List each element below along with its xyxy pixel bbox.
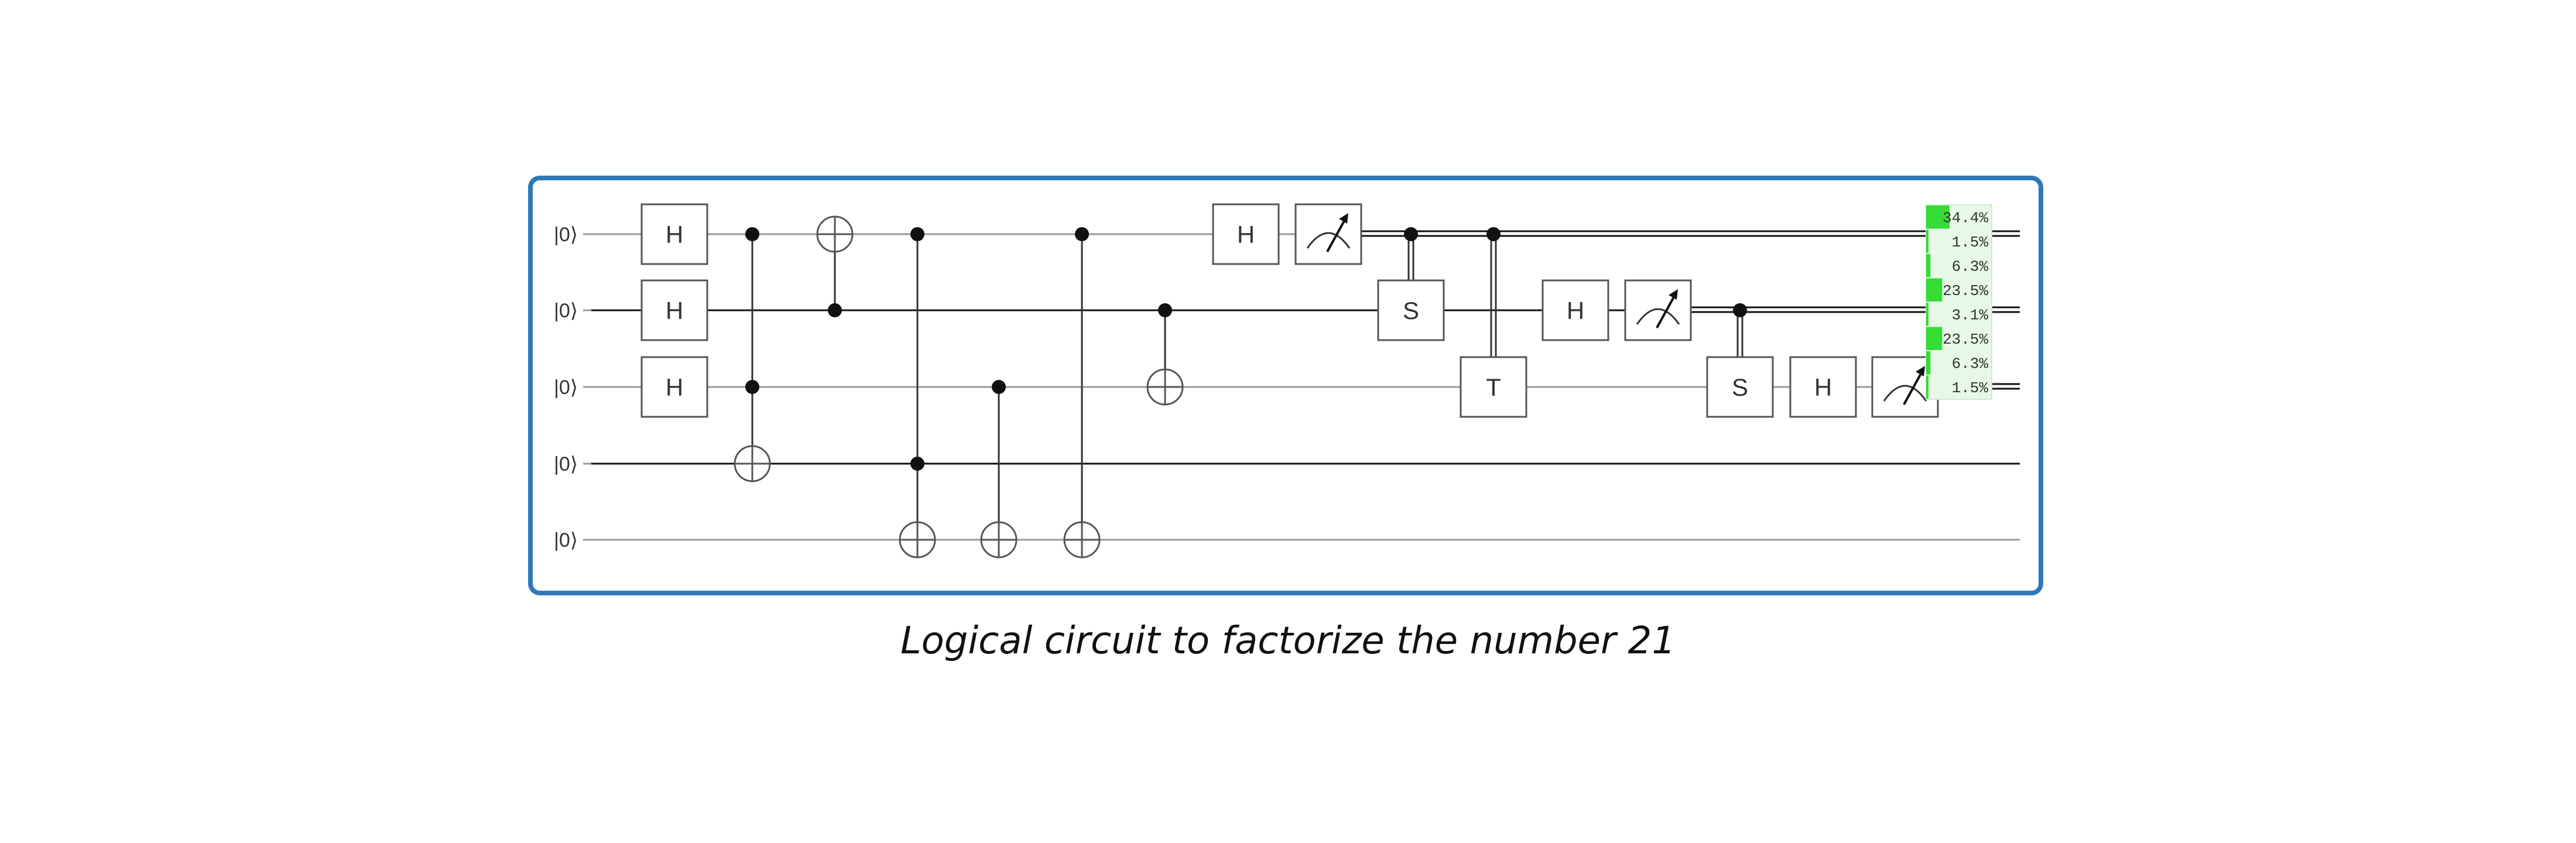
gate-label: H	[666, 297, 683, 324]
control-dot	[745, 227, 759, 241]
probability-bar	[1926, 375, 1928, 399]
control-dot	[1404, 227, 1418, 241]
gate-label: H	[666, 221, 683, 248]
control-dot	[1486, 227, 1501, 241]
meter-needle	[1326, 217, 1347, 252]
probability-label: 6.3%	[1952, 355, 1989, 373]
probability-label: 3.1%	[1952, 307, 1989, 324]
control-dot	[910, 227, 924, 241]
meter-needle	[1656, 293, 1677, 328]
probability-label: 34.4%	[1943, 210, 1988, 227]
probability-bar	[1926, 278, 1943, 301]
gate-label: H	[666, 373, 683, 401]
qubit-label: |0⟩	[554, 300, 578, 322]
s-gate	[1706, 356, 1774, 418]
probability-label: 23.5%	[1943, 331, 1988, 348]
qubit-label: |0⟩	[554, 224, 578, 246]
meter-arc	[1306, 232, 1351, 249]
probability-label: 23.5%	[1943, 282, 1988, 300]
meter-needle-head	[1916, 366, 1925, 376]
control-dot	[992, 380, 1006, 394]
control-dot	[828, 303, 842, 317]
control-dot	[1158, 303, 1172, 317]
qubit-labels: |0⟩ |0⟩ |0⟩ |0⟩ |0⟩	[554, 224, 578, 551]
gate-label: H	[1814, 373, 1832, 401]
meter-needle-head	[1669, 289, 1678, 300]
probability-bar	[1926, 205, 1950, 229]
qubit-label: |0⟩	[554, 376, 578, 399]
meter-needle	[1903, 370, 1924, 405]
probability-bar	[1926, 327, 1943, 350]
qubit-label: |0⟩	[554, 529, 578, 551]
h-gate	[640, 279, 708, 341]
probability-label: 6.3%	[1952, 258, 1989, 276]
h-gate	[1542, 279, 1609, 341]
control-dot	[1075, 227, 1089, 241]
probability-bar	[1926, 351, 1931, 375]
gate-label: S	[1732, 373, 1748, 401]
probability-label: 1.5%	[1952, 234, 1989, 251]
measurement-gate	[1294, 203, 1362, 265]
meter-arc	[1636, 308, 1680, 325]
probability-bar	[1926, 229, 1928, 253]
probability-bar	[1926, 303, 1928, 326]
gate-label: H	[1237, 221, 1255, 248]
meter-arc	[1883, 385, 1927, 402]
h-gate	[640, 356, 708, 418]
t-gate	[1460, 356, 1527, 418]
gate-label: T	[1486, 373, 1501, 401]
circuit-diagram: H H H H S T H S H |0⟩ |0⟩ |0⟩ |0⟩ |0⟩ 34.4% 1.5% 6.3% 23.…	[554, 203, 2020, 558]
h-gate	[1212, 203, 1280, 265]
h-gate	[1789, 356, 1857, 418]
meter-needle-head	[1339, 213, 1348, 224]
circuit-frame: H H H H S T H S H |0⟩ |0⟩ |0⟩ |0⟩ |0⟩ 34.4% 1.5% 6.3% 23.…	[528, 176, 2043, 595]
probability-histogram: 34.4% 1.5% 6.3% 23.5% 3.1% 23.5% 6.3% 1.5%	[1926, 204, 1992, 400]
control-dot	[745, 380, 759, 394]
probability-label: 1.5%	[1952, 379, 1989, 397]
probability-bar	[1926, 254, 1931, 277]
h-gate	[640, 203, 708, 265]
caption: Logical circuit to factorize the number …	[900, 619, 1676, 663]
histogram-panel	[1926, 204, 1992, 400]
gates: H H H H S T H S H	[640, 203, 1939, 558]
control-dot	[1733, 303, 1747, 317]
gate-label: S	[1403, 297, 1419, 324]
gate-label: H	[1567, 297, 1584, 324]
control-dot	[910, 457, 924, 471]
s-gate	[1377, 279, 1445, 341]
measurement-gate	[1624, 279, 1692, 341]
qubit-label: |0⟩	[554, 453, 578, 475]
